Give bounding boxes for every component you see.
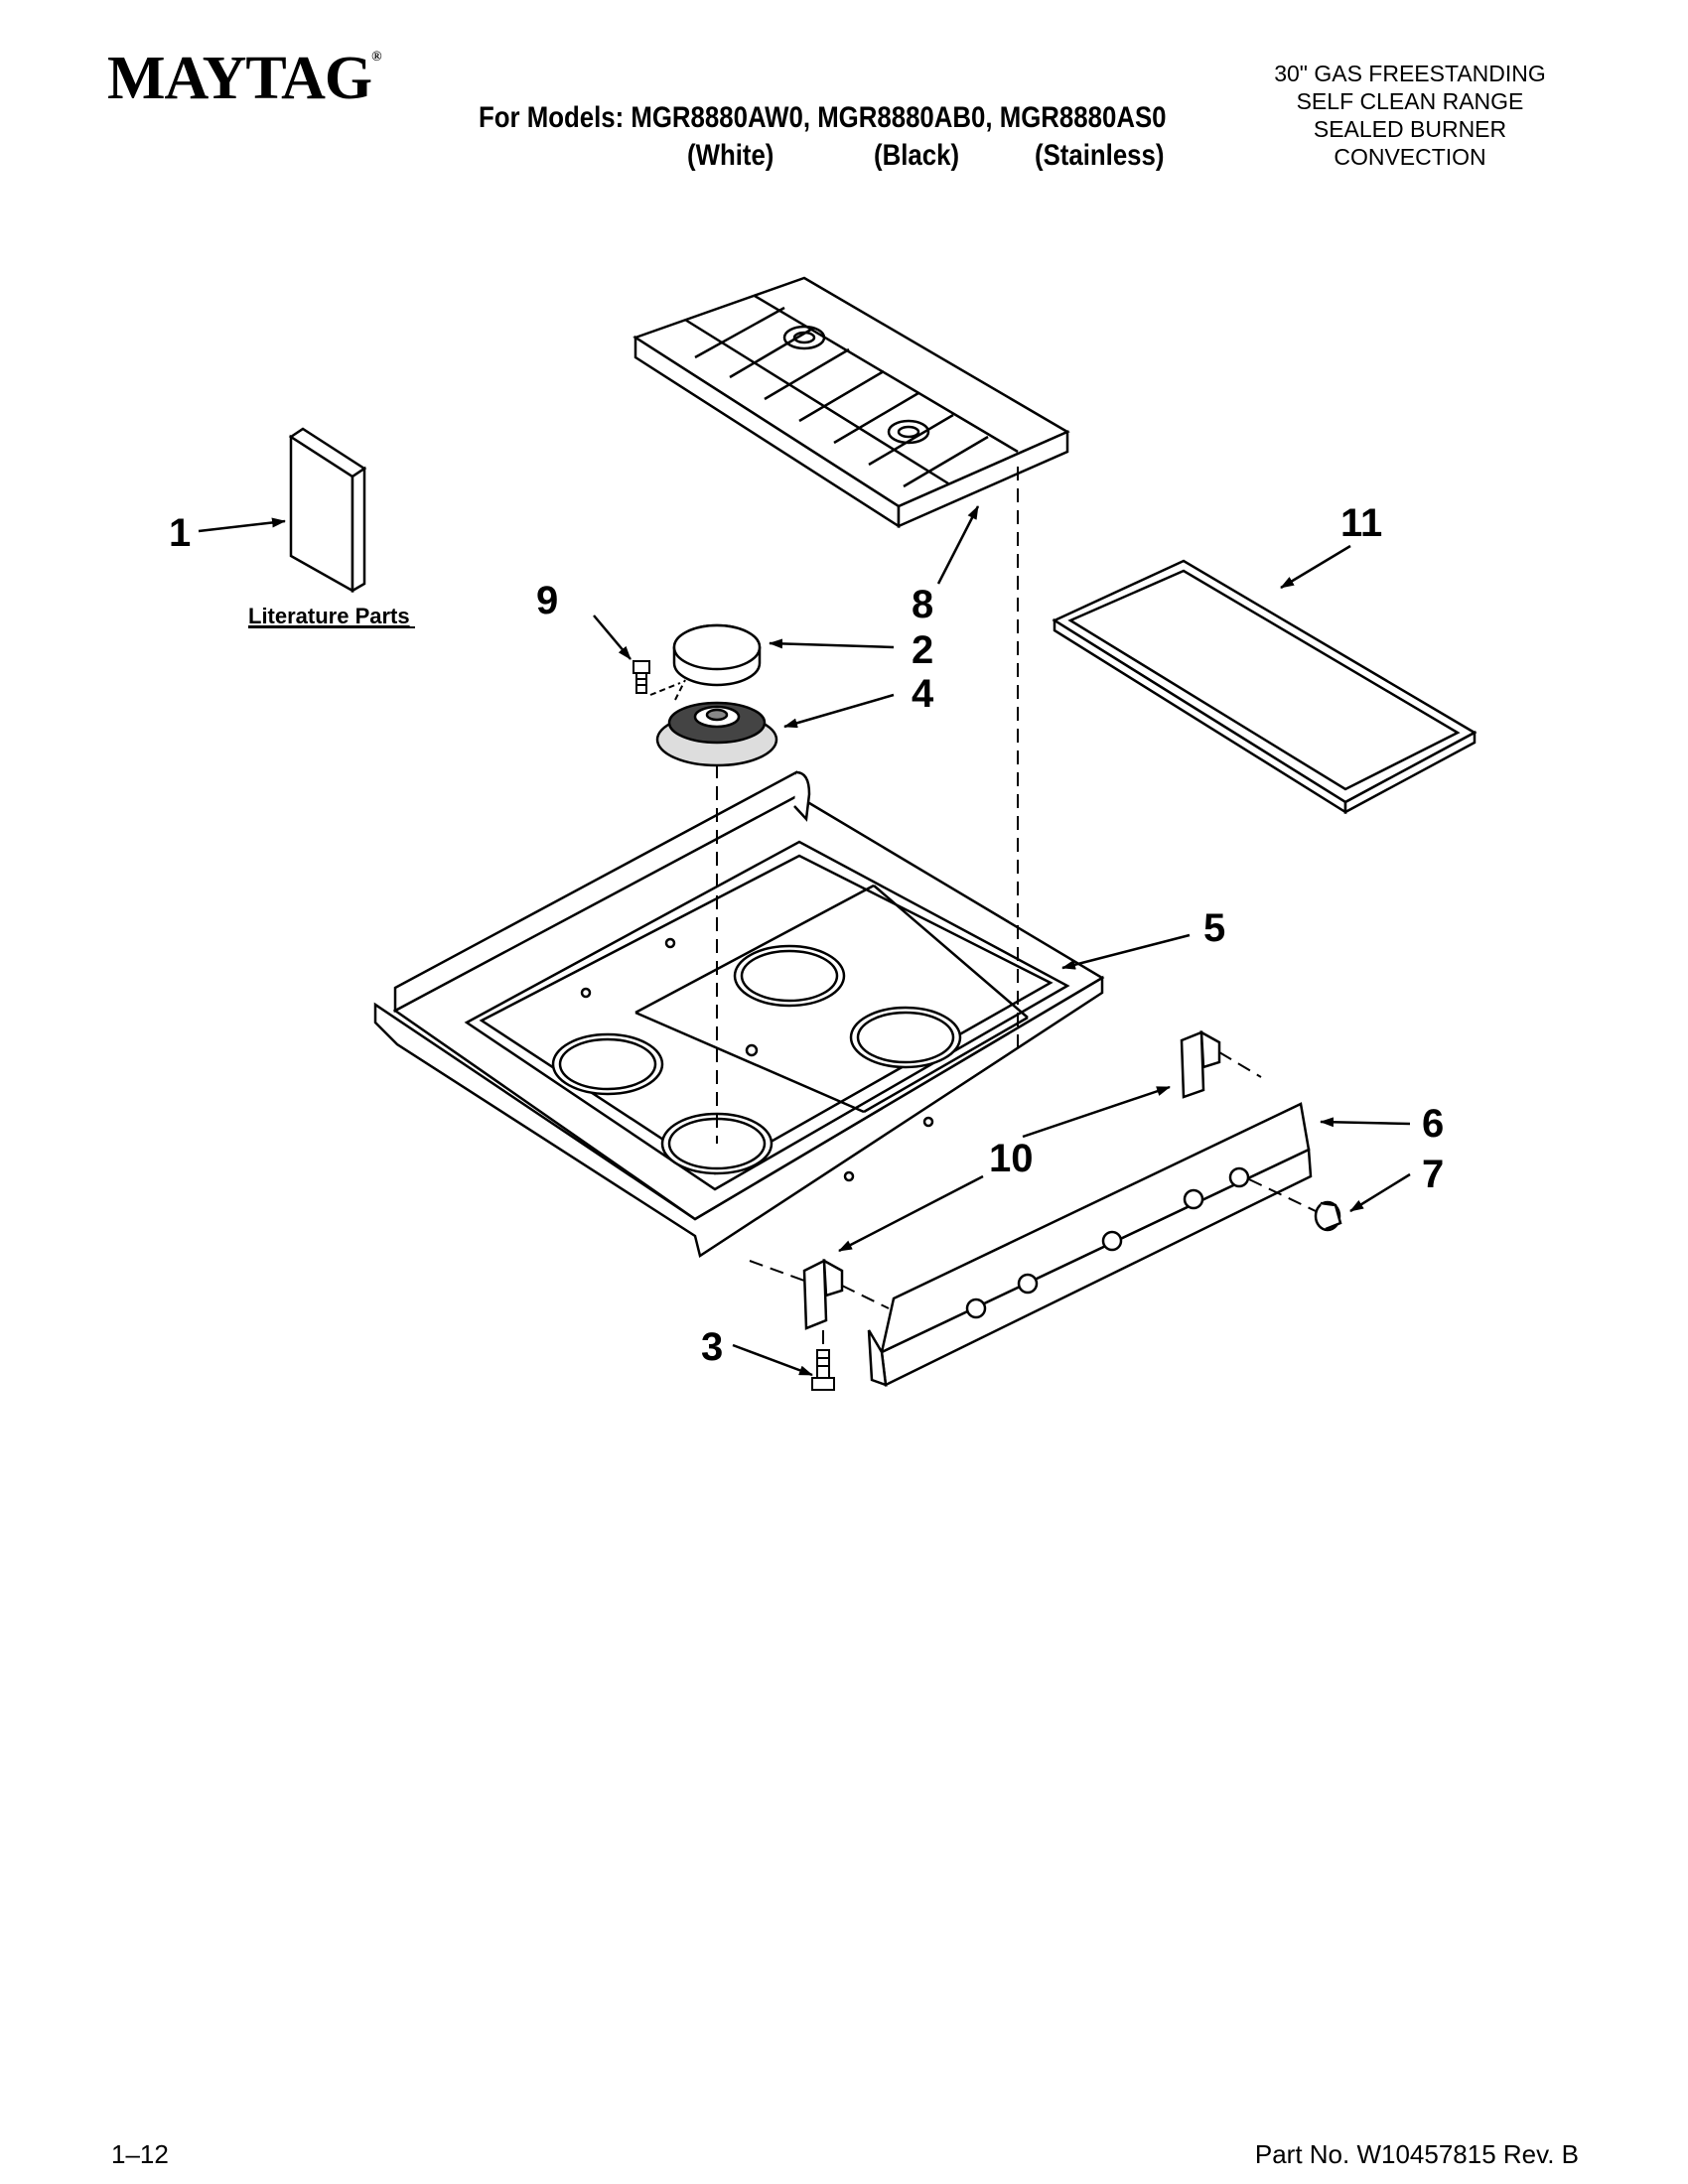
callout-8: 8	[912, 583, 933, 626]
literature-booklet	[288, 427, 367, 594]
callout-2: 2	[912, 628, 933, 672]
brand-name: MAYTAG	[107, 45, 372, 112]
control-knob	[1314, 1200, 1342, 1232]
callout-9: 9	[536, 579, 558, 622]
screw-part-3	[811, 1349, 835, 1391]
callout-4: 4	[912, 672, 934, 716]
literature-parts-label: Literature Parts	[248, 604, 410, 628]
callout-11: 11	[1340, 501, 1382, 545]
callout-6: 6	[1422, 1102, 1444, 1146]
screw-part-9	[633, 660, 650, 694]
cooktop-main-top	[373, 770, 1105, 1259]
burner-grate	[633, 276, 1070, 529]
registered-mark: ®	[371, 50, 382, 65]
mounting-bracket-right	[1180, 1029, 1221, 1099]
burner-cap	[672, 623, 762, 687]
variant-black: (Black)	[874, 139, 960, 172]
griddle-panel	[1052, 559, 1477, 815]
models-line: For Models: MGR8880AW0, MGR8880AB0, MGR8…	[479, 101, 1167, 134]
mounting-bracket-left	[802, 1258, 844, 1330]
description-line: CONVECTION	[1334, 144, 1486, 170]
leader-arrows	[198, 505, 1411, 1377]
callout-10: 10	[989, 1137, 1034, 1180]
callout-3: 3	[701, 1325, 723, 1369]
description-line: 30" GAS FREESTANDING	[1274, 61, 1546, 86]
burner-base	[655, 701, 778, 767]
variant-stainless: (Stainless)	[1035, 139, 1165, 172]
callout-5: 5	[1203, 906, 1225, 950]
description-line: SEALED BURNER	[1313, 116, 1507, 142]
product-description: 30" GAS FREESTANDING SELF CLEAN RANGE SE…	[1221, 60, 1599, 171]
description-line: SELF CLEAN RANGE	[1296, 88, 1524, 114]
control-panel-manifold	[867, 1102, 1313, 1387]
variant-white: (White)	[687, 139, 774, 172]
part-number: Part No. W10457815 Rev. B	[1254, 2139, 1579, 2169]
alignment-lines	[716, 467, 1317, 1350]
page-number: 1–12	[111, 2139, 169, 2169]
callout-1: 1	[169, 511, 191, 555]
callout-7: 7	[1422, 1153, 1444, 1196]
brand-logo: MAYTAG®	[107, 44, 382, 114]
